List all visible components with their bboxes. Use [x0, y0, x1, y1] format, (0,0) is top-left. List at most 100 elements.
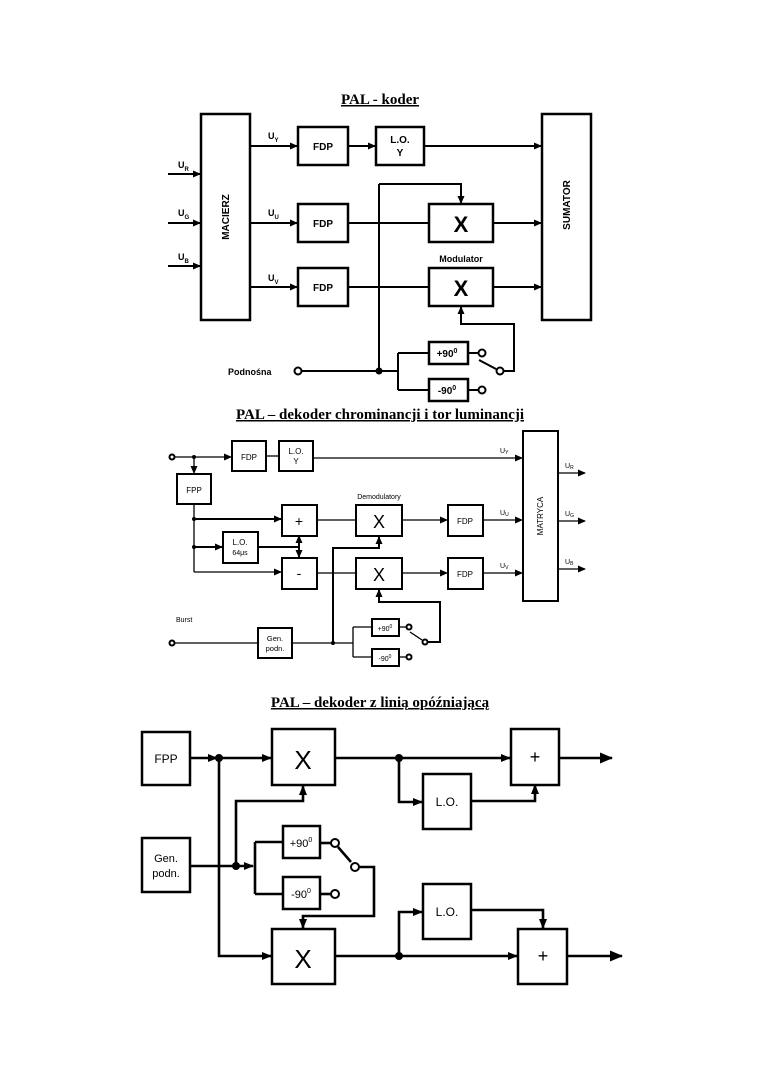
switch-terminal-plus [477, 348, 487, 358]
generator-block [257, 627, 293, 659]
burst-terminal [168, 639, 176, 647]
multiplier-2-label: X [294, 944, 311, 974]
adder-block [281, 504, 318, 537]
encoder-title: PAL - koder [341, 92, 419, 108]
modulator-caption: Modulator [439, 254, 483, 264]
output-g-label: UG [565, 511, 574, 519]
subcarrier-label: Podnośna [228, 367, 272, 377]
fdp-v-block [296, 266, 350, 308]
input-r-label: UR [178, 160, 190, 173]
mult-2-to-delay-2 [397, 908, 423, 956]
pal-delay-line-decoder-diagram: PAL – dekoder z linią opóźniającą FPP X … [140, 695, 623, 986]
fpp-to-mult-2 [217, 758, 272, 960]
uy-label: UY [268, 131, 279, 144]
switch-terminal-minus [405, 653, 413, 661]
switch-arm [337, 846, 352, 863]
uu-label: UU [500, 510, 509, 518]
matrix-block [522, 430, 559, 602]
phase-plus-label: +900 [437, 348, 458, 360]
phase-plus-label: +900 [378, 624, 393, 633]
adder-1-label: + [530, 747, 541, 767]
pal-chroma-decoder-diagram: PAL – dekoder chrominancji i tor luminan… [168, 407, 586, 667]
carrier-to-demod-u [332, 536, 383, 643]
matrix-block [199, 112, 252, 322]
subcarrier-junction [375, 367, 383, 375]
adder-label: + [295, 513, 303, 529]
adder-1-block [509, 727, 561, 787]
delay-y-label-2: Y [397, 148, 404, 159]
adder-2-block [516, 927, 569, 986]
subcarrier-to-mod-u [379, 183, 465, 204]
matrix-label: MATRYCA [536, 496, 545, 535]
fdp-u-block [447, 504, 484, 537]
delay-decoder-title: PAL – dekoder z linią opóźniającą [271, 695, 490, 711]
input-terminal [168, 453, 176, 461]
switch-to-mult-2 [299, 865, 376, 929]
delay-y-block [278, 440, 314, 472]
demodulator-u-label: X [373, 512, 385, 532]
modulator-v-block [427, 266, 495, 308]
phase-plus-block [281, 824, 322, 860]
fdp-y-label: FDP [241, 453, 257, 462]
delay-2-label: L.O. [436, 905, 459, 919]
subcarrier-terminal [293, 366, 303, 376]
delay-y-label-1: L.O. [288, 447, 303, 456]
switch-terminal-minus [477, 385, 487, 395]
delay-1-block [421, 772, 473, 831]
subtractor-block [281, 557, 318, 590]
fdp-u-label: FDP [313, 219, 333, 230]
uv-label: UV [268, 273, 279, 286]
multiplier-1-label: X [294, 745, 311, 775]
fdp-v-label: FDP [457, 570, 473, 579]
switch-terminal-minus [330, 889, 340, 899]
pal-encoder-diagram: PAL - koder UR UG UB MACIERZ UY FDP L.O.… [168, 92, 593, 403]
matrix-label: MACIERZ [221, 194, 232, 240]
switch-terminal-plus [330, 838, 340, 848]
fdp-v-label: FDP [313, 283, 333, 294]
switch-arm [409, 631, 423, 641]
uy-label: UY [500, 448, 509, 456]
fdp-y-block [296, 125, 350, 167]
chroma-decoder-title: PAL – dekoder chrominancji i tor luminan… [236, 407, 524, 423]
demodulators-caption: Demodulatory [357, 494, 401, 501]
burst-label: Burst [176, 617, 192, 624]
uv-label: UV [500, 563, 509, 571]
generator-label-2: podn. [152, 868, 180, 880]
summer-block [540, 112, 593, 322]
phase-minus-label: -900 [438, 385, 456, 397]
input-g-label: UG [178, 208, 190, 221]
multiplier-2-block [270, 927, 337, 986]
demodulator-u-block [355, 504, 403, 537]
mult-1-to-delay-1 [397, 758, 423, 806]
phase-minus-label: -900 [379, 654, 392, 663]
multiplier-1-block [270, 727, 337, 787]
delay-y-block [374, 125, 426, 167]
switch-to-mod-v [457, 306, 515, 372]
switch-common-terminal [495, 366, 505, 376]
encoder-inputs: UR UG UB [168, 160, 201, 270]
delay-1-to-adder-1 [471, 784, 539, 803]
phase-minus-label: -900 [291, 888, 311, 901]
switch-arm [478, 359, 497, 370]
fdp-v-block [447, 557, 484, 590]
carrier-to-mult-1 [234, 785, 307, 866]
output-b-label: UB [565, 559, 574, 567]
fpp-block [176, 473, 212, 505]
phase-plus-label: +900 [290, 837, 313, 850]
generator-block [140, 836, 192, 894]
fdp-u-block [296, 202, 350, 244]
switch-common-terminal [350, 862, 360, 872]
subtractor-label: - [297, 565, 302, 581]
modulator-u-label: X [454, 212, 469, 237]
demodulator-v-label: X [373, 565, 385, 585]
fdp-y-label: FDP [313, 142, 333, 153]
output-r-label: UR [565, 463, 574, 471]
delay-64-label-1: L.O. [232, 538, 247, 547]
delay-64-label-2: 64μs [232, 550, 248, 557]
delay-2-block [421, 882, 473, 941]
delay-64-block [222, 531, 259, 564]
fpp-label: FPP [154, 752, 177, 766]
modulator-v-label: X [454, 276, 469, 301]
delay-2-to-adder-2 [471, 908, 547, 929]
